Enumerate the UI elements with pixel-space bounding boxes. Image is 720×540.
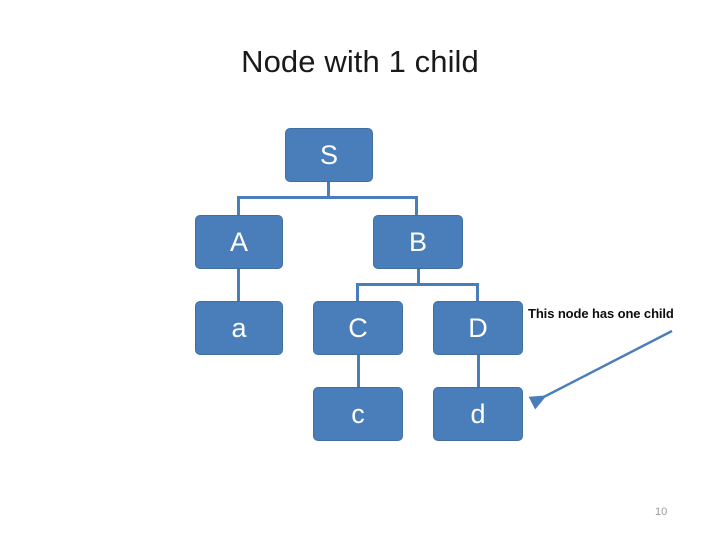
connector-s-horizontal: [237, 196, 417, 199]
tree-node-a-lowercase[interactable]: a: [195, 301, 283, 355]
callout-label: This node has one child: [528, 306, 674, 321]
tree-node-c[interactable]: C: [313, 301, 403, 355]
tree-node-b[interactable]: B: [373, 215, 463, 269]
connector-b-to-d: [476, 283, 479, 301]
tree-node-d[interactable]: D: [433, 301, 523, 355]
connector-s-stem: [327, 182, 330, 198]
connector-b-to-c: [356, 283, 359, 301]
tree-node-d-lowercase[interactable]: d: [433, 387, 523, 441]
tree-node-s[interactable]: S: [285, 128, 373, 182]
connector-b-stem: [417, 269, 420, 285]
tree-node-a[interactable]: A: [195, 215, 283, 269]
tree-node-c-lowercase[interactable]: c: [313, 387, 403, 441]
connector-b-horizontal: [356, 283, 478, 286]
connector-d-to-d-lower: [477, 355, 480, 387]
page-number: 10: [655, 506, 668, 518]
page-title: Node with 1 child: [241, 44, 479, 79]
connector-a-to-a-lower: [237, 269, 240, 301]
connector-s-to-b: [415, 196, 418, 215]
callout-arrow-icon: [528, 329, 673, 410]
connector-c-to-c-lower: [357, 355, 360, 387]
connector-s-to-a: [237, 196, 240, 215]
